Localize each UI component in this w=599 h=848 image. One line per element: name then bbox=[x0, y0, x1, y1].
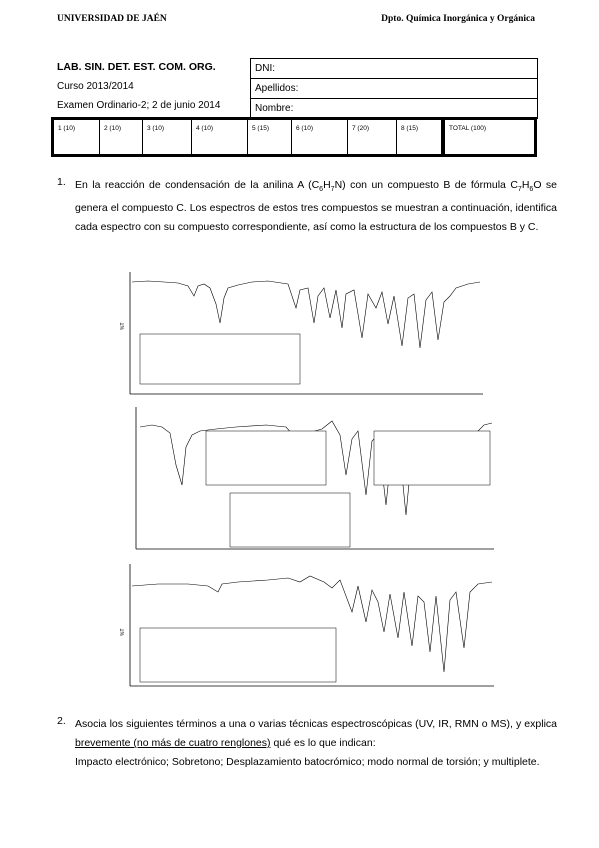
score-cell[interactable]: 5 (15) bbox=[248, 120, 292, 154]
score-table: 1 (10) 2 (10) 3 (10) 4 (10) 5 (15) 6 (10… bbox=[51, 117, 537, 157]
score-cell[interactable]: 4 (10) bbox=[192, 120, 248, 154]
department-name: Dpto. Química Inorgánica y Orgánica bbox=[381, 14, 535, 24]
question-2-text: Asocia los siguientes términos a una o v… bbox=[75, 718, 557, 768]
score-cell[interactable]: 6 (10) bbox=[292, 120, 348, 154]
score-cell[interactable]: 2 (10) bbox=[100, 120, 143, 154]
apellidos-field[interactable]: Apellidos: bbox=[251, 79, 537, 99]
ir-spectrum-2 bbox=[135, 407, 494, 550]
course: Curso 2013/2014 bbox=[57, 81, 134, 92]
dni-field[interactable]: DNI: bbox=[251, 59, 537, 79]
university-name: UNIVERSIDAD DE JAÉN bbox=[57, 14, 167, 24]
score-cell[interactable]: 1 (10) bbox=[54, 120, 100, 154]
question-1-number: 1. bbox=[57, 176, 66, 188]
ir-spectrum-1: %T bbox=[120, 272, 483, 395]
student-fields: DNI: Apellidos: Nombre: bbox=[250, 58, 538, 119]
y-axis-label: %T bbox=[120, 323, 126, 331]
ir-spectrum-3: %T bbox=[120, 564, 494, 687]
score-cell[interactable]: 3 (10) bbox=[143, 120, 192, 154]
score-cell[interactable]: 7 (20) bbox=[348, 120, 397, 154]
nombre-field[interactable]: Nombre: bbox=[251, 99, 537, 119]
exam-info: LAB. SIN. DET. EST. COM. ORG. Curso 2013… bbox=[57, 58, 249, 115]
score-cell[interactable]: 8 (15) bbox=[397, 120, 442, 154]
lab-title: LAB. SIN. DET. EST. COM. ORG. bbox=[57, 61, 216, 73]
question-1-text: En la reacción de condensación de la ani… bbox=[75, 179, 557, 234]
y-axis-label: %T bbox=[120, 629, 126, 637]
score-cell-total[interactable]: TOTAL (100) bbox=[442, 120, 534, 154]
question-2-number: 2. bbox=[57, 715, 66, 727]
exam-date: Examen Ordinario-2; 2 de junio 2014 bbox=[57, 100, 221, 111]
